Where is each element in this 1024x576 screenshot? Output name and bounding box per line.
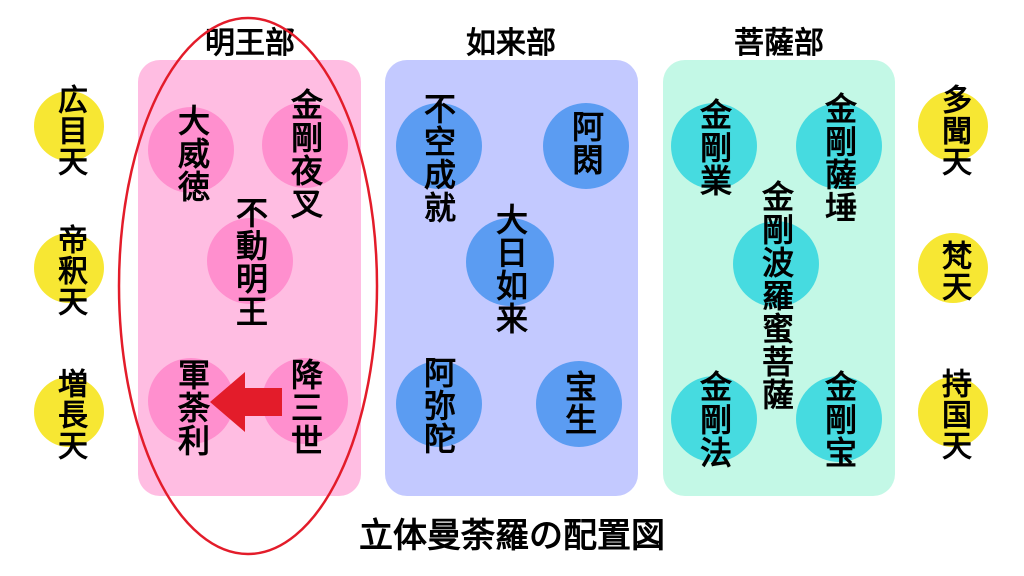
deva-label-jikoku: 持国天 (936, 368, 971, 461)
deity-label-kongoyasha: 金剛夜叉 (286, 88, 324, 220)
deva-label-tamon: 多聞天 (936, 84, 971, 177)
deity-label-dainichi: 大日如来 (491, 203, 529, 335)
deity-label-gundari: 軍荼利 (173, 358, 211, 457)
deity-label-gozanze: 降三世 (286, 358, 324, 457)
bosatsu-heading: 菩薩部 (734, 26, 824, 61)
deva-circle-zojo (34, 377, 104, 447)
deity-label-ashuku: 阿閦 (567, 110, 605, 176)
myoo-heading: 明王部 (205, 26, 295, 61)
deity-label-kongoharamitsu: 金剛波羅蜜菩薩 (757, 180, 795, 411)
nyorai-circle-dainichi (466, 218, 554, 306)
nyorai-heading: 如来部 (466, 26, 556, 61)
deity-label-fudo: 不動明王 (231, 196, 269, 328)
myoo-circle-kongoyasha (262, 102, 348, 188)
deva-label-zojo: 増長天 (52, 368, 87, 461)
deva-circle-taishaku (34, 233, 104, 303)
deity-label-kongosatta: 金剛薩埵 (820, 92, 858, 224)
myoo-circle-daiitoku (148, 107, 234, 193)
nyorai-circle-hosho (536, 361, 622, 447)
deity-label-kongoho-treasure: 金剛宝 (820, 370, 858, 469)
deity-label-daiitoku: 大威徳 (173, 104, 211, 203)
myoo-circle-fudo (207, 218, 293, 304)
deva-circle-jikoku (918, 377, 988, 447)
deity-label-fukujoju: 不空成就 (419, 92, 457, 224)
myoo-highlight-ellipse (117, 16, 379, 556)
diagram-title: 立体曼荼羅の配置図 (359, 516, 665, 556)
deva-circle-tamon (918, 91, 988, 161)
deva-label-koumoku: 広目天 (52, 84, 87, 177)
bosatsu-circle-kongogo (671, 103, 757, 189)
bosatsu-circle-kongoho-treasure (796, 376, 882, 462)
deva-label-taishaku: 帝釈天 (52, 224, 87, 317)
nyorai-circle-amida (396, 361, 482, 447)
deity-label-kongoho-law: 金剛法 (695, 370, 733, 469)
nyorai-circle-fukujoju (396, 103, 482, 189)
nyorai-circle-ashuku (543, 103, 629, 189)
bosatsu-circle-kongosatta (796, 103, 882, 189)
red-arrow-left-icon (210, 372, 282, 432)
deity-label-hosho: 宝生 (560, 370, 598, 436)
bosatsu-circle-kongoho-law (671, 376, 757, 462)
deity-label-amida: 阿弥陀 (419, 356, 457, 455)
deva-circle-koumoku (34, 91, 104, 161)
bosatsu-circle-kongoharamitsu (733, 221, 819, 307)
deity-label-kongogo: 金剛業 (695, 98, 733, 197)
deva-circle-bon (918, 233, 988, 303)
deva-label-bon: 梵天 (936, 240, 971, 302)
